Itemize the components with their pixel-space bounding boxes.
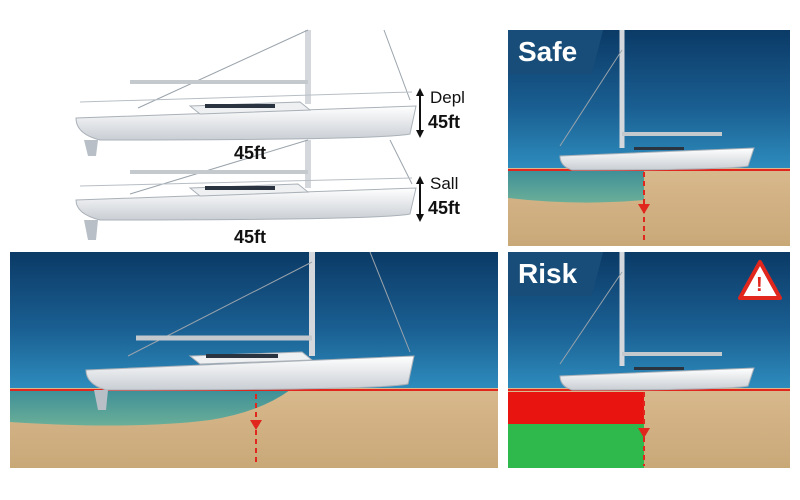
risk-green-zone — [508, 424, 644, 468]
risk-depth-arrow — [638, 392, 650, 466]
boat-2-side-label: Sall — [430, 174, 459, 193]
risk-banner: Risk — [508, 252, 604, 296]
risk-red-zone — [508, 392, 644, 424]
warning-exclamation: ! — [756, 274, 763, 296]
warning-triangle-icon — [738, 260, 782, 300]
risk-scene-drawing — [508, 252, 790, 468]
boat-1-height-label: 45ft — [428, 112, 461, 132]
depth-arrow — [250, 394, 262, 466]
sailboat-risk — [559, 252, 755, 391]
grounding-scene-drawing — [10, 252, 498, 468]
boat-1-length-label: 45ft — [234, 143, 267, 163]
boat-1-side-label: Depl — [430, 88, 465, 107]
safe-panel: Safe — [508, 30, 790, 246]
sailboat-grounded — [85, 252, 415, 410]
boat-2-length-label: 45ft — [234, 227, 267, 247]
sailboat-profile-1 — [75, 29, 417, 156]
height-arrow-2 — [416, 176, 424, 222]
safe-depth-arrow — [638, 172, 650, 244]
sailboat-safe — [559, 30, 755, 171]
height-arrow-1 — [416, 88, 424, 138]
grounding-scene-panel — [10, 252, 498, 468]
boat-2-height-label: 45ft — [428, 198, 461, 218]
safe-banner: Safe — [508, 30, 604, 74]
sailboat-profile-2 — [75, 139, 417, 240]
boat-dimensions-panel: Depl 45ft 45ft Sall 45ft 45ft — [0, 0, 500, 250]
boat-dimensions-drawing — [75, 29, 424, 240]
risk-panel: Risk ! — [508, 252, 790, 468]
